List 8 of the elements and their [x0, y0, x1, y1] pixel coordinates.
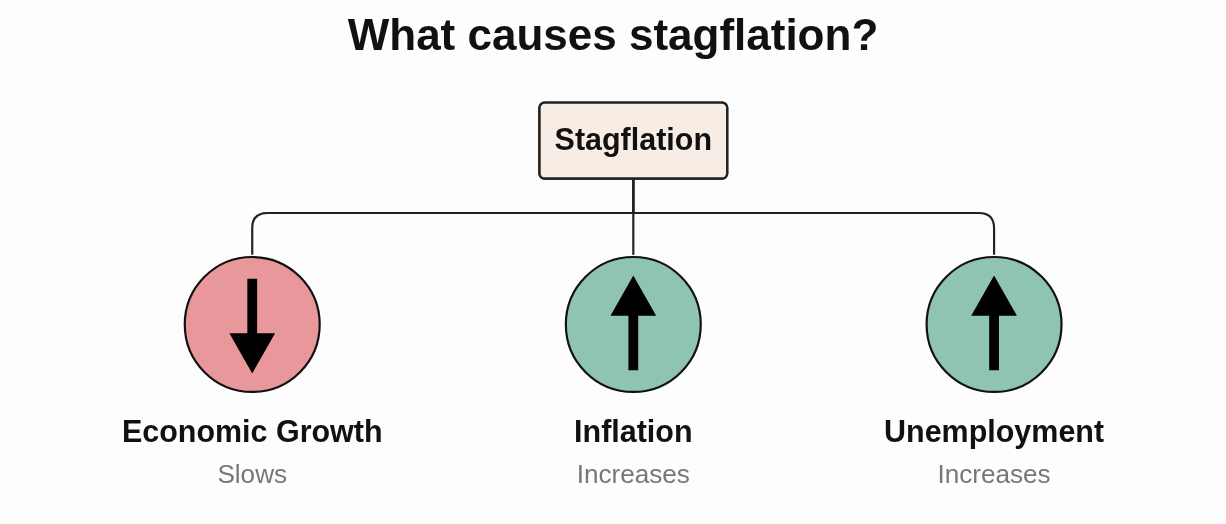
node-label: Unemployment — [884, 414, 1105, 449]
title: What causes stagflation? — [346, 10, 880, 60]
node-label: Increases — [576, 459, 690, 489]
node-label: Economic Growth — [121, 414, 383, 449]
node-label: Slows — [217, 459, 288, 489]
node-label: Inflation — [574, 414, 693, 449]
node-label: Increases — [937, 459, 1051, 489]
connector — [632, 178, 996, 255]
